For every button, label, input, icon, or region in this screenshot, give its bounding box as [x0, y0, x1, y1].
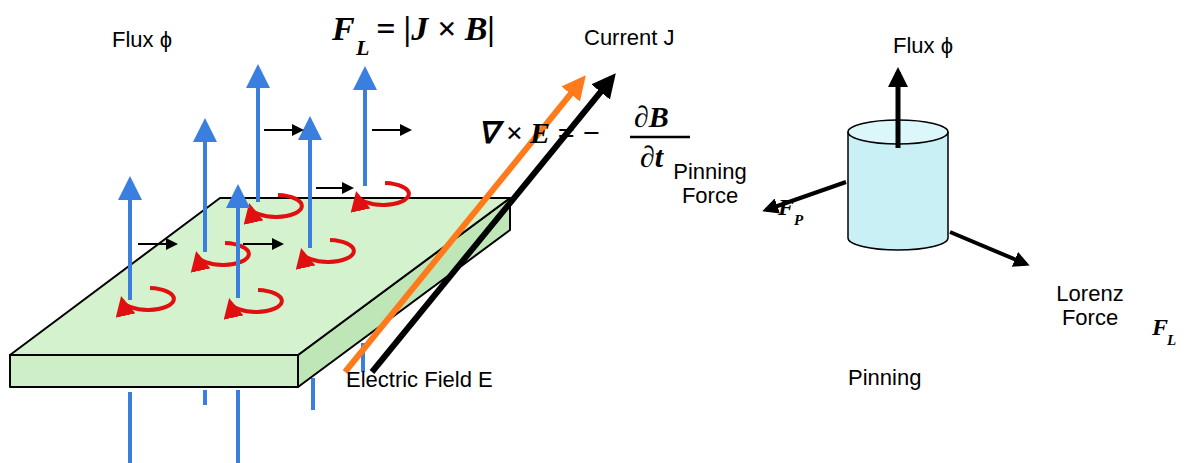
vortex-currents: [122, 183, 409, 312]
electric-field-label: Electric Field E: [346, 368, 493, 392]
lorentz-force-arrow: [950, 232, 1026, 264]
flux-arrows: [130, 68, 365, 300]
equation-denominator: ∂t: [640, 140, 663, 173]
force-subscript: P: [794, 212, 803, 229]
formula-symbol: F: [332, 10, 355, 47]
equation-left: ∇ × E = −: [478, 116, 600, 149]
force-subscript: L: [1167, 332, 1176, 349]
electric-field-arrow: [372, 78, 612, 372]
lorentz-arrows: [138, 130, 410, 244]
fraction-bar: [630, 136, 690, 139]
flux-label: Flux ϕ: [893, 34, 953, 58]
lorentz-force-label: Lorenz Force: [1030, 282, 1150, 330]
force-symbol: F: [1152, 314, 1168, 340]
pinning-force-label: Pinning Force: [650, 160, 770, 208]
force-symbol: F: [778, 194, 794, 220]
flux-arrow: [896, 72, 901, 148]
current-label: Current J: [584, 26, 674, 50]
formula-body: = |J × B|: [376, 10, 495, 47]
equation-numerator: ∂B: [634, 100, 669, 133]
formula-subscript: L: [356, 36, 369, 60]
flux-label: Flux ϕ: [112, 28, 172, 52]
pinning-label: Pinning: [848, 366, 921, 390]
